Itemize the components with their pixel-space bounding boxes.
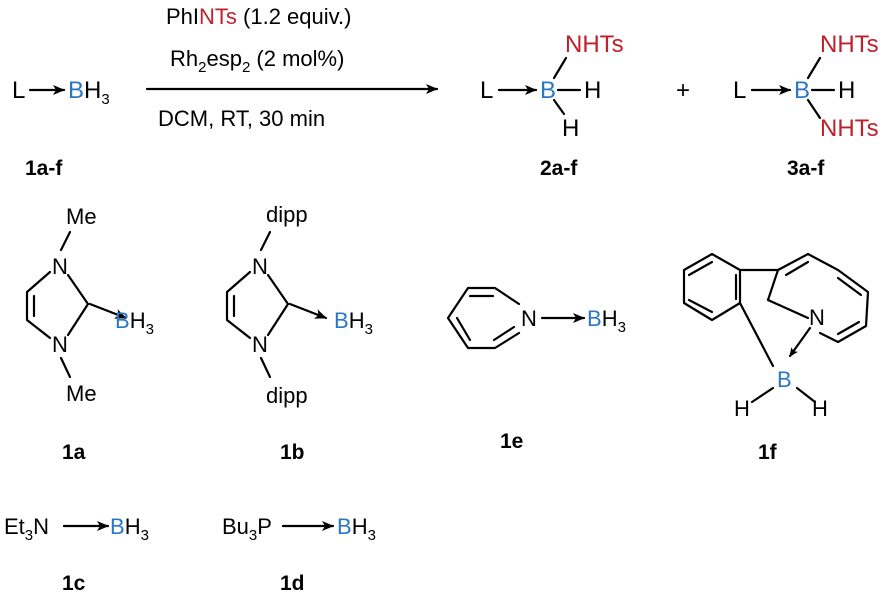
- reaction-conditions: PhINTs (1.2 equiv.) Rh2esp2 (2 mol%) DCM…: [145, 4, 439, 131]
- reactant-hydride-sub: 3: [101, 91, 109, 108]
- 1d-boron: B: [337, 514, 352, 539]
- 1c-hydride: H: [125, 514, 141, 539]
- svg-text:BH3: BH3: [337, 514, 376, 544]
- catalyst-rh: Rh: [170, 46, 198, 71]
- 1e-label: 1e: [500, 430, 523, 453]
- product2-h-bottom: H: [562, 115, 579, 142]
- reactant-label: 1a-f: [25, 157, 63, 180]
- 1e-n: N: [521, 306, 537, 331]
- 1d-p: P: [257, 514, 272, 539]
- product-3a-f: L B NHTs H NHTs 3a-f: [733, 31, 879, 180]
- svg-text:BH3: BH3: [115, 308, 154, 338]
- compound-1c: Et3N BH3 1c: [4, 514, 149, 595]
- 1c-hydride-sub: 3: [141, 527, 149, 544]
- 1e-hydride: H: [602, 306, 618, 331]
- 1b-n-top: N: [252, 254, 268, 279]
- 1b-dipp-bottom: dipp: [266, 383, 308, 408]
- compound-1e: N BH3 1e: [446, 286, 626, 453]
- compound-1f: N B H H 1f: [682, 252, 870, 464]
- oxidant-prefix: PhI: [166, 4, 199, 29]
- 1a-me-bottom: Me: [66, 381, 97, 406]
- 1f-h-left: H: [734, 396, 750, 421]
- 1f-dative-arrow: [788, 326, 812, 358]
- svg-text:BH3: BH3: [334, 308, 373, 338]
- 1a-n-bottom: N: [52, 332, 68, 357]
- 1f-h-right: H: [812, 396, 828, 421]
- 1c-et: Et: [4, 514, 25, 539]
- product3-ligand: L: [733, 77, 746, 104]
- product2-h-right: H: [584, 77, 601, 104]
- 1c-n: N: [33, 514, 49, 539]
- 1f-label: 1f: [758, 441, 778, 464]
- product-2a-f: L B NHTs H H 2a-f: [480, 31, 624, 180]
- catalyst-amount: (2 mol%): [250, 46, 344, 71]
- product2-label: 2a-f: [540, 157, 578, 180]
- product3-boron: B: [794, 77, 810, 104]
- 1b-hydride-sub: 3: [365, 321, 373, 338]
- svg-text:BH3: BH3: [110, 514, 149, 544]
- 1d-hydride: H: [352, 514, 368, 539]
- 1d-bu-sub: 3: [249, 527, 257, 544]
- 1f-boron: B: [777, 367, 792, 392]
- 1b-label: 1b: [280, 441, 305, 464]
- 1a-hydride-sub: 3: [146, 321, 154, 338]
- catalyst-esp: esp: [206, 46, 241, 71]
- 1b-dipp-top: dipp: [266, 202, 308, 227]
- reactant-ligand: L: [12, 77, 25, 104]
- reactant-boron: B: [68, 77, 84, 104]
- plus-sign: +: [676, 77, 690, 104]
- 1b-hydride: H: [349, 308, 365, 333]
- product2-ligand: L: [480, 77, 493, 104]
- 1c-label: 1c: [62, 572, 86, 595]
- 1c-boron: B: [110, 514, 125, 539]
- 1d-bu: Bu: [222, 514, 249, 539]
- 1a-n-top: N: [52, 254, 68, 279]
- 1a-dative-arrow: [88, 302, 128, 320]
- reactant-hydride: H: [84, 77, 101, 104]
- 1a-me-top: Me: [66, 204, 97, 229]
- oxidant-nts: NTs: [199, 4, 237, 29]
- 1f-n: N: [809, 305, 825, 330]
- oxidant-amount: (1.2 equiv.): [237, 4, 352, 29]
- 1a-boron: B: [115, 308, 130, 333]
- svg-text:Rh2esp2 (2 mol%): Rh2esp2 (2 mol%): [170, 46, 344, 76]
- 1b-n-bottom: N: [252, 332, 268, 357]
- 1e-hydride-sub: 3: [618, 319, 626, 336]
- catalyst-sub-2: 2: [242, 59, 250, 76]
- product3-h: H: [838, 77, 855, 104]
- reactant-L-BH3: L BH3 1a-f: [12, 77, 110, 180]
- svg-text:PhINTs (1.2 equiv.): PhINTs (1.2 equiv.): [166, 4, 351, 29]
- compound-1d: Bu3P BH3 1d: [222, 514, 376, 595]
- product2-nhts: NHTs: [565, 31, 624, 58]
- solvent-conditions: DCM, RT, 30 min: [158, 106, 325, 131]
- 1e-boron: B: [587, 306, 602, 331]
- 1b-boron: B: [334, 308, 349, 333]
- product2-boron: B: [540, 77, 556, 104]
- svg-text:BH3: BH3: [587, 306, 626, 336]
- 1b-dative-arrow: [288, 302, 328, 320]
- catalyst-sub-1: 2: [198, 59, 206, 76]
- svg-text:Bu3P: Bu3P: [222, 514, 272, 544]
- compound-1b: N N dipp dipp BH3 1b: [225, 202, 373, 464]
- svg-text:Et3N: Et3N: [4, 514, 49, 544]
- compound-1a: N N Me Me BH3 1a: [25, 204, 154, 464]
- 1a-hydride: H: [130, 308, 146, 333]
- 1d-hydride-sub: 3: [368, 527, 376, 544]
- 1c-et-sub: 3: [25, 527, 33, 544]
- 1a-label: 1a: [62, 441, 86, 464]
- 1d-label: 1d: [280, 572, 305, 595]
- product3-nhts-top: NHTs: [820, 31, 879, 58]
- product3-nhts-bottom: NHTs: [820, 115, 879, 142]
- product3-label: 3a-f: [787, 157, 825, 180]
- svg-text:BH3: BH3: [68, 77, 110, 108]
